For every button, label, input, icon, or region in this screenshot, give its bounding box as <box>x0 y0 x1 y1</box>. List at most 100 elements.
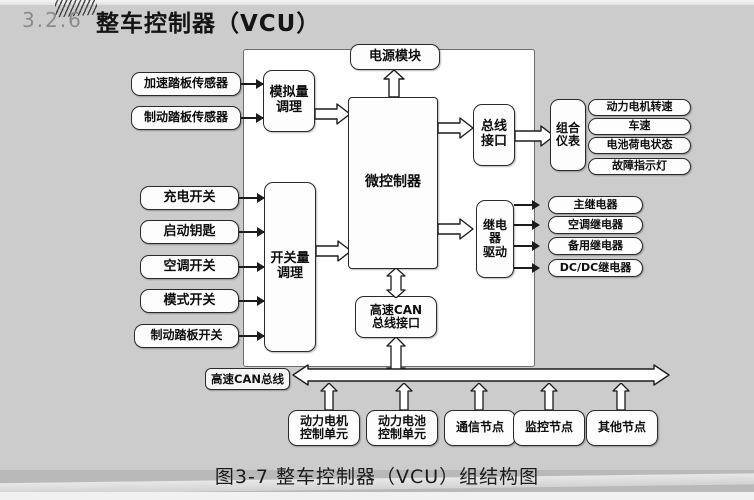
node-label-line2: 控制单元 <box>299 427 348 441</box>
arrowhead-icon <box>532 241 540 251</box>
input-label: 启动钥匙 <box>163 223 216 239</box>
relay-driver-label-line1: 继电 <box>482 217 507 232</box>
analog-conditioning-label-line1: 模拟量 <box>269 85 309 101</box>
cluster-item-label: 故障指示灯 <box>612 159 667 173</box>
node-label-line1: 通信节点 <box>455 420 504 435</box>
input-box-mode-switch[interactable]: 模式开关 <box>140 289 239 313</box>
cluster-item-label: 车速 <box>628 119 651 133</box>
relay-ac[interactable]: 空调继电器 <box>548 216 643 234</box>
can-node-battery-control-unit[interactable]: 动力电池 控制单元 <box>366 410 438 446</box>
input-box-start-key[interactable]: 启动钥匙 <box>140 220 239 244</box>
arrowhead-icon <box>257 193 265 203</box>
cluster-label-line1: 组合 <box>555 120 580 135</box>
connector-line <box>514 245 538 247</box>
block-arrow-can-interface-to-bus <box>386 337 406 377</box>
arrowhead-icon <box>257 227 265 237</box>
switch-conditioning-label-line2: 调理 <box>276 266 303 281</box>
block-arrow-mcu-can-bidirectional <box>386 268 406 298</box>
input-label: 制动踏板传感器 <box>143 110 228 125</box>
input-label: 充电开关 <box>163 189 216 205</box>
bus-interface-block[interactable]: 总线 接口 <box>473 104 515 166</box>
relay-label: 空调继电器 <box>568 217 623 231</box>
connector-line <box>239 335 264 337</box>
connector-line <box>514 267 538 269</box>
block-arrow-mcu-to-power-module <box>383 70 405 98</box>
block-arrow-switch-to-mcu <box>316 240 352 262</box>
input-box-brake-pedal-sensor[interactable]: 制动踏板传感器 <box>131 106 241 130</box>
switch-conditioning-label-line1: 开关量 <box>270 251 310 267</box>
input-label: 模式开关 <box>163 292 216 308</box>
node-label-line1: 动力电池 <box>377 413 426 428</box>
microcontroller-label: 微控制器 <box>365 174 421 191</box>
relay-label: DC/DC继电器 <box>559 260 632 274</box>
bus-interface-label-line1: 总线 <box>480 119 507 135</box>
cluster-item-vehicle-speed[interactable]: 车速 <box>588 118 691 135</box>
arrowhead-icon <box>532 200 540 210</box>
relay-label: 备用继电器 <box>568 238 623 252</box>
relay-driver-block[interactable]: 继电 器 驱动 <box>476 200 514 278</box>
arrowhead-icon <box>532 220 540 230</box>
input-box-charge-switch[interactable]: 充电开关 <box>140 186 239 210</box>
relay-spare[interactable]: 备用继电器 <box>548 237 643 255</box>
node-label-line1: 其他节点 <box>597 420 646 435</box>
arrowhead-icon <box>257 296 265 306</box>
cluster-item-label: 动力电机转速 <box>606 100 673 114</box>
node-label-line1: 监控节点 <box>524 420 573 435</box>
top-strip <box>0 0 754 5</box>
block-arrow-node-2 <box>395 383 413 411</box>
can-bus-line <box>292 364 670 386</box>
relay-dcdc[interactable]: DC/DC继电器 <box>548 259 643 277</box>
arrowhead-icon <box>257 262 265 272</box>
can-bus-label: 高速CAN总线 <box>205 368 290 390</box>
power-module-label: 电源模块 <box>368 48 421 64</box>
arrowhead-icon <box>256 113 264 123</box>
input-label: 加速踏板传感器 <box>143 76 228 91</box>
block-arrow-node-3 <box>470 383 488 411</box>
switch-conditioning-block[interactable]: 开关量 调理 <box>264 182 316 352</box>
block-arrow-node-4 <box>540 383 558 411</box>
connector-line <box>241 83 263 85</box>
node-label-line1: 动力电机 <box>299 413 348 428</box>
connector-line <box>239 266 264 268</box>
connector-line <box>239 231 264 233</box>
cluster-item-fault-indicator[interactable]: 故障指示灯 <box>588 158 691 175</box>
instrument-cluster-block[interactable]: 组合 仪表 <box>550 99 586 171</box>
cluster-item-label: 电池荷电状态 <box>606 138 673 152</box>
arrowhead-icon <box>532 263 540 273</box>
connector-line <box>241 117 263 119</box>
section-number: 3.2.6 <box>22 8 83 32</box>
can-interface-label-line2: 总线接口 <box>371 316 420 330</box>
input-box-ac-switch[interactable]: 空调开关 <box>140 255 239 279</box>
relay-label: 主继电器 <box>573 197 618 211</box>
can-node-monitoring[interactable]: 监控节点 <box>513 410 585 446</box>
analog-conditioning-block[interactable]: 模拟量 调理 <box>263 70 315 132</box>
page-title: 整车控制器（VCU） <box>96 11 321 37</box>
input-box-accelerator-pedal-sensor[interactable]: 加速踏板传感器 <box>131 72 241 96</box>
block-arrow-analog-to-mcu <box>315 103 351 125</box>
cluster-item-motor-speed[interactable]: 动力电机转速 <box>588 99 691 116</box>
relay-main[interactable]: 主继电器 <box>548 196 643 214</box>
can-node-motor-control-unit[interactable]: 动力电机 控制单元 <box>288 410 360 446</box>
bus-interface-label-line2: 接口 <box>480 134 507 149</box>
can-node-communication[interactable]: 通信节点 <box>444 410 516 446</box>
arrowhead-icon <box>257 331 265 341</box>
analog-conditioning-label-line2: 调理 <box>275 100 302 115</box>
arrowhead-icon <box>256 79 264 89</box>
block-arrow-mcu-to-bus-interface <box>438 117 474 139</box>
input-box-brake-pedal-switch[interactable]: 制动踏板开关 <box>134 324 239 348</box>
can-node-other[interactable]: 其他节点 <box>586 410 658 446</box>
can-bus-interface-block[interactable]: 高速CAN 总线接口 <box>355 296 437 338</box>
relay-driver-label-line3: 驱动 <box>482 244 507 259</box>
power-module-block[interactable]: 电源模块 <box>350 44 440 70</box>
input-label: 制动踏板开关 <box>150 328 223 343</box>
block-arrow-mcu-to-relay-driver <box>438 218 474 240</box>
block-arrow-node-1 <box>320 383 338 411</box>
bottom-band <box>0 470 754 500</box>
input-label: 空调开关 <box>163 258 216 274</box>
connector-line <box>239 197 264 199</box>
node-label-line2: 控制单元 <box>377 427 426 441</box>
cluster-item-battery-soc[interactable]: 电池荷电状态 <box>588 137 691 154</box>
microcontroller-block[interactable]: 微控制器 <box>348 97 438 269</box>
relay-driver-label-line2: 器 <box>488 231 501 246</box>
